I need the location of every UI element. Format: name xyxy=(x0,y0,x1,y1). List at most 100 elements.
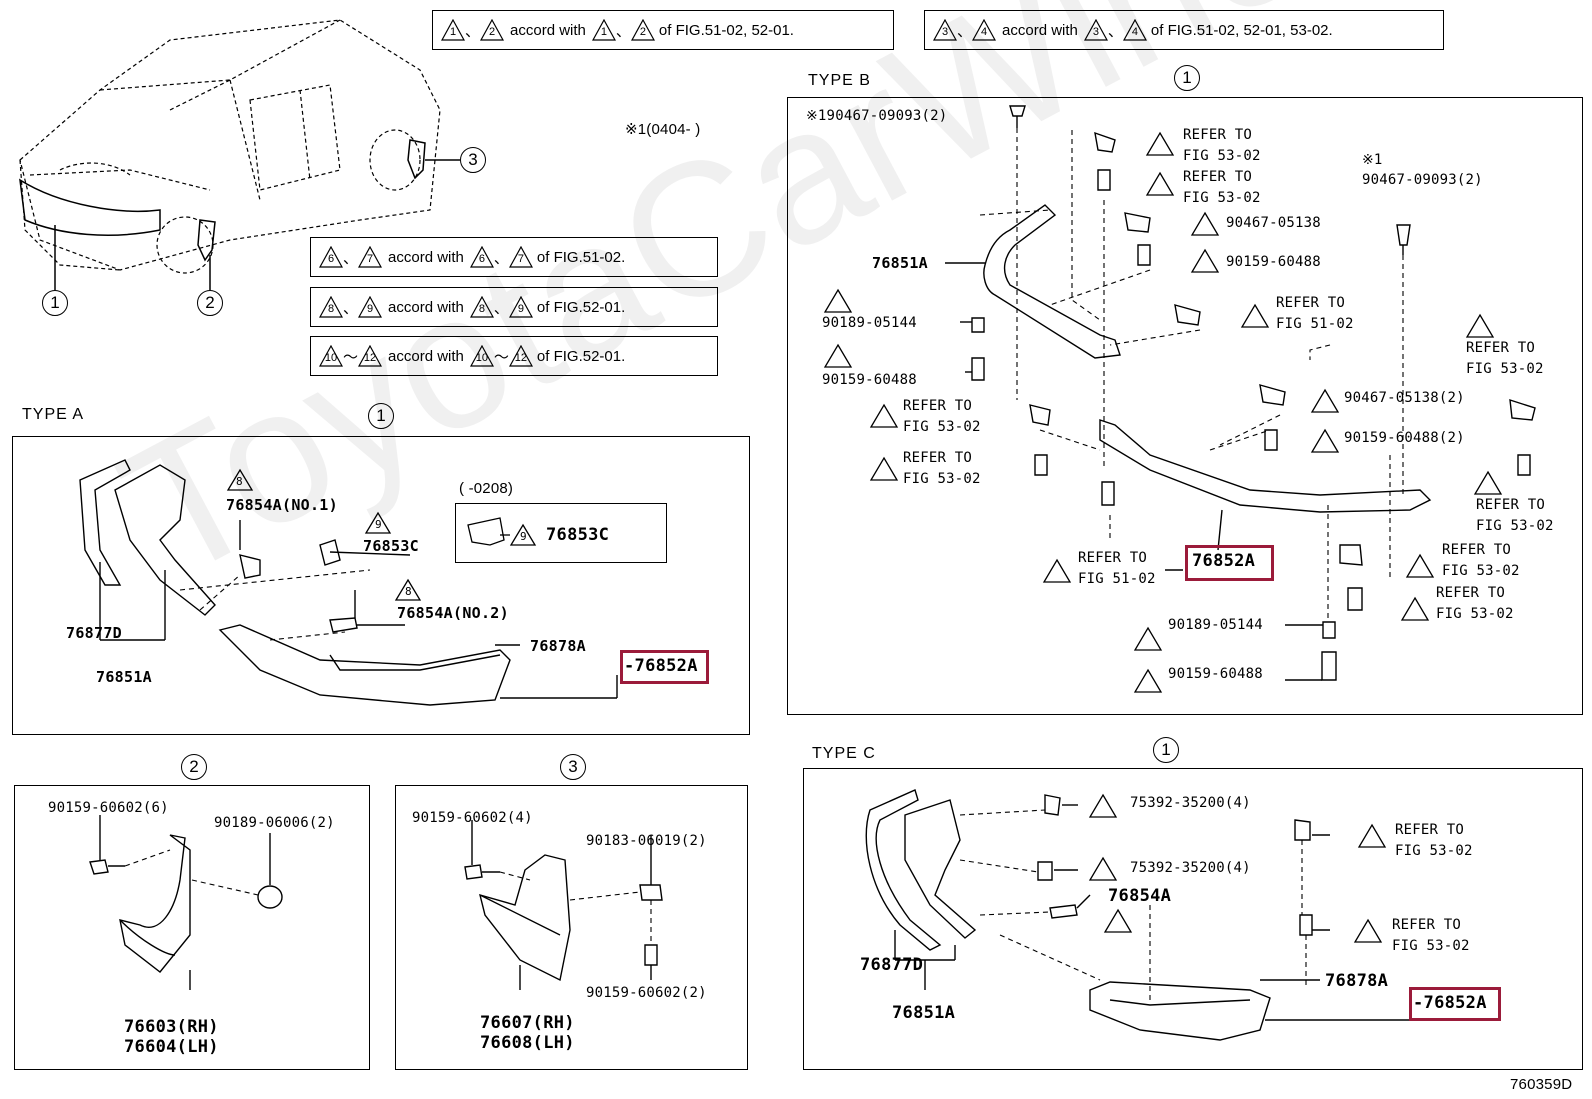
part-90189-05144: 90189-05144 xyxy=(822,315,917,331)
box-2-callout: 2 xyxy=(181,754,207,780)
inset-date: ( -0208) xyxy=(459,480,514,497)
part-90189-05144: 90189-05144 xyxy=(1168,617,1263,633)
warning-triangle-icon: 12 xyxy=(358,345,383,367)
callout-3: 3 xyxy=(460,147,486,173)
part-90159-60488: 90159-60488 xyxy=(822,372,917,388)
warning-triangle-icon: 6 xyxy=(319,246,343,268)
type-b-triangles xyxy=(823,131,1503,693)
part-76603-rh: 76603(RH) xyxy=(124,1017,219,1037)
type-c-frame xyxy=(803,768,1583,1070)
part-90159-60602-4: 90159-60602(4) xyxy=(412,810,533,826)
part-90159-60602-6: 90159-60602(6) xyxy=(48,800,169,816)
warning-triangle-icon: 3 xyxy=(933,19,957,41)
inset-frame xyxy=(455,503,667,563)
car-overview-drawing xyxy=(19,19,460,290)
part-90159-60488: 90159-60488 xyxy=(1226,254,1321,270)
warning-triangle-icon: 9 xyxy=(358,296,383,318)
part-90467-05138-2: 90467-05138(2) xyxy=(1344,390,1465,406)
part-76878a: 76878A xyxy=(530,637,586,655)
type-b-drawing xyxy=(945,105,1536,681)
part-76852a-c-highlighted: -76852A xyxy=(1413,993,1487,1013)
box-2-drawing xyxy=(89,815,283,990)
star1-note: ※1 xyxy=(1362,152,1383,168)
warning-triangle-icon: 9 xyxy=(508,296,533,318)
part-76607-rh: 76607(RH) xyxy=(480,1013,575,1033)
part-76877d: 76877D xyxy=(66,624,122,642)
type-b-title: TYPE B xyxy=(808,72,871,89)
part-75392-35200-a: 75392-35200(4) xyxy=(1130,795,1251,811)
callout-1: 1 xyxy=(42,290,68,316)
highlight-box xyxy=(620,650,709,684)
part-76852a-b-highlighted: 76852A xyxy=(1192,551,1256,571)
date-note: ※1(0404- ) xyxy=(625,121,701,138)
note-accord-6-7: 6 、 7 accord with 6 、 7 of FIG.51-02. xyxy=(310,237,718,277)
box-3-callout: 3 xyxy=(560,754,586,780)
warning-triangle-icon: 1 xyxy=(441,19,465,41)
part-76851a-b: 76851A xyxy=(872,254,928,272)
highlight-box-c xyxy=(1409,987,1501,1021)
inset-part-76853c: 76853C xyxy=(546,525,610,545)
inset-drawing xyxy=(467,517,537,546)
warning-triangle-icon: 4 xyxy=(972,19,997,41)
note-accord-10-12: 10 ～ 12 accord with 10 ～ 12 of FIG.52-01… xyxy=(310,336,718,376)
part-76854a-c: 76854A xyxy=(1108,886,1172,906)
part-90189-06006-2: 90189-06006(2) xyxy=(214,815,335,831)
part-76877d-c: 76877D xyxy=(860,955,924,975)
type-c-callout: 1 xyxy=(1153,737,1179,763)
part-76852a-highlighted: -76852A xyxy=(624,656,698,676)
callout-2: 2 xyxy=(197,290,223,316)
clip-90467-09093-right: 90467-09093(2) xyxy=(1362,172,1483,188)
warning-triangle-icon: 1 xyxy=(591,19,616,41)
box-3-frame xyxy=(395,785,748,1070)
part-76851a-c: 76851A xyxy=(892,1003,956,1023)
type-a-callout: 1 xyxy=(368,403,394,429)
warning-triangle-icon: 12 xyxy=(508,345,533,367)
warning-triangle-icon: 7 xyxy=(508,246,533,268)
warning-triangle-icon: 3 xyxy=(1083,19,1108,41)
warning-triangle-icon: 2 xyxy=(630,19,655,41)
part-76851a: 76851A xyxy=(96,668,152,686)
part-76853c: 76853C xyxy=(363,537,419,555)
note-accord-1-2: 1 、 2 accord with 1 、 2 of FIG.51-02, 52… xyxy=(432,10,894,50)
part-75392-35200-b: 75392-35200(4) xyxy=(1130,860,1251,876)
warning-triangle-icon: 10 xyxy=(319,345,343,367)
box-2-frame xyxy=(14,785,370,1070)
note-accord-8-9: 8 、 9 accord with 8 、 9 of FIG.52-01. xyxy=(310,287,718,327)
box-3-drawing xyxy=(464,820,663,990)
type-b-frame xyxy=(787,97,1583,715)
part-76608-lh: 76608(LH) xyxy=(480,1033,575,1053)
type-a-frame xyxy=(12,436,750,735)
part-90183-06019-2: 90183-06019(2) xyxy=(586,833,707,849)
figure-code: 760359D xyxy=(1510,1076,1573,1093)
clip-90467-09093-top: ※190467-09093(2) xyxy=(806,108,948,124)
part-76604-lh: 76604(LH) xyxy=(124,1037,219,1057)
warning-triangle-icon: 8 xyxy=(319,296,343,318)
warning-triangle-icon: 2 xyxy=(480,19,505,41)
part-76854a-no2: 76854A(NO.2) xyxy=(397,604,509,622)
part-76878a-c: 76878A xyxy=(1325,971,1389,991)
warning-triangle-icon: 6 xyxy=(469,246,494,268)
warning-triangle-icon: 10 xyxy=(469,345,494,367)
note-accord-3-4: 3 、 4 accord with 3 、 4 of FIG.51-02, 52… xyxy=(924,10,1444,50)
part-90159-60488-2: 90159-60488(2) xyxy=(1344,430,1465,446)
part-90467-05138: 90467-05138 xyxy=(1226,215,1321,231)
type-c-title: TYPE C xyxy=(812,745,876,762)
part-76854a-no1: 76854A(NO.1) xyxy=(226,496,338,514)
part-90159-60602-2: 90159-60602(2) xyxy=(586,985,707,1001)
warning-triangle-icon: 7 xyxy=(358,246,383,268)
type-a-title: TYPE A xyxy=(22,406,85,423)
